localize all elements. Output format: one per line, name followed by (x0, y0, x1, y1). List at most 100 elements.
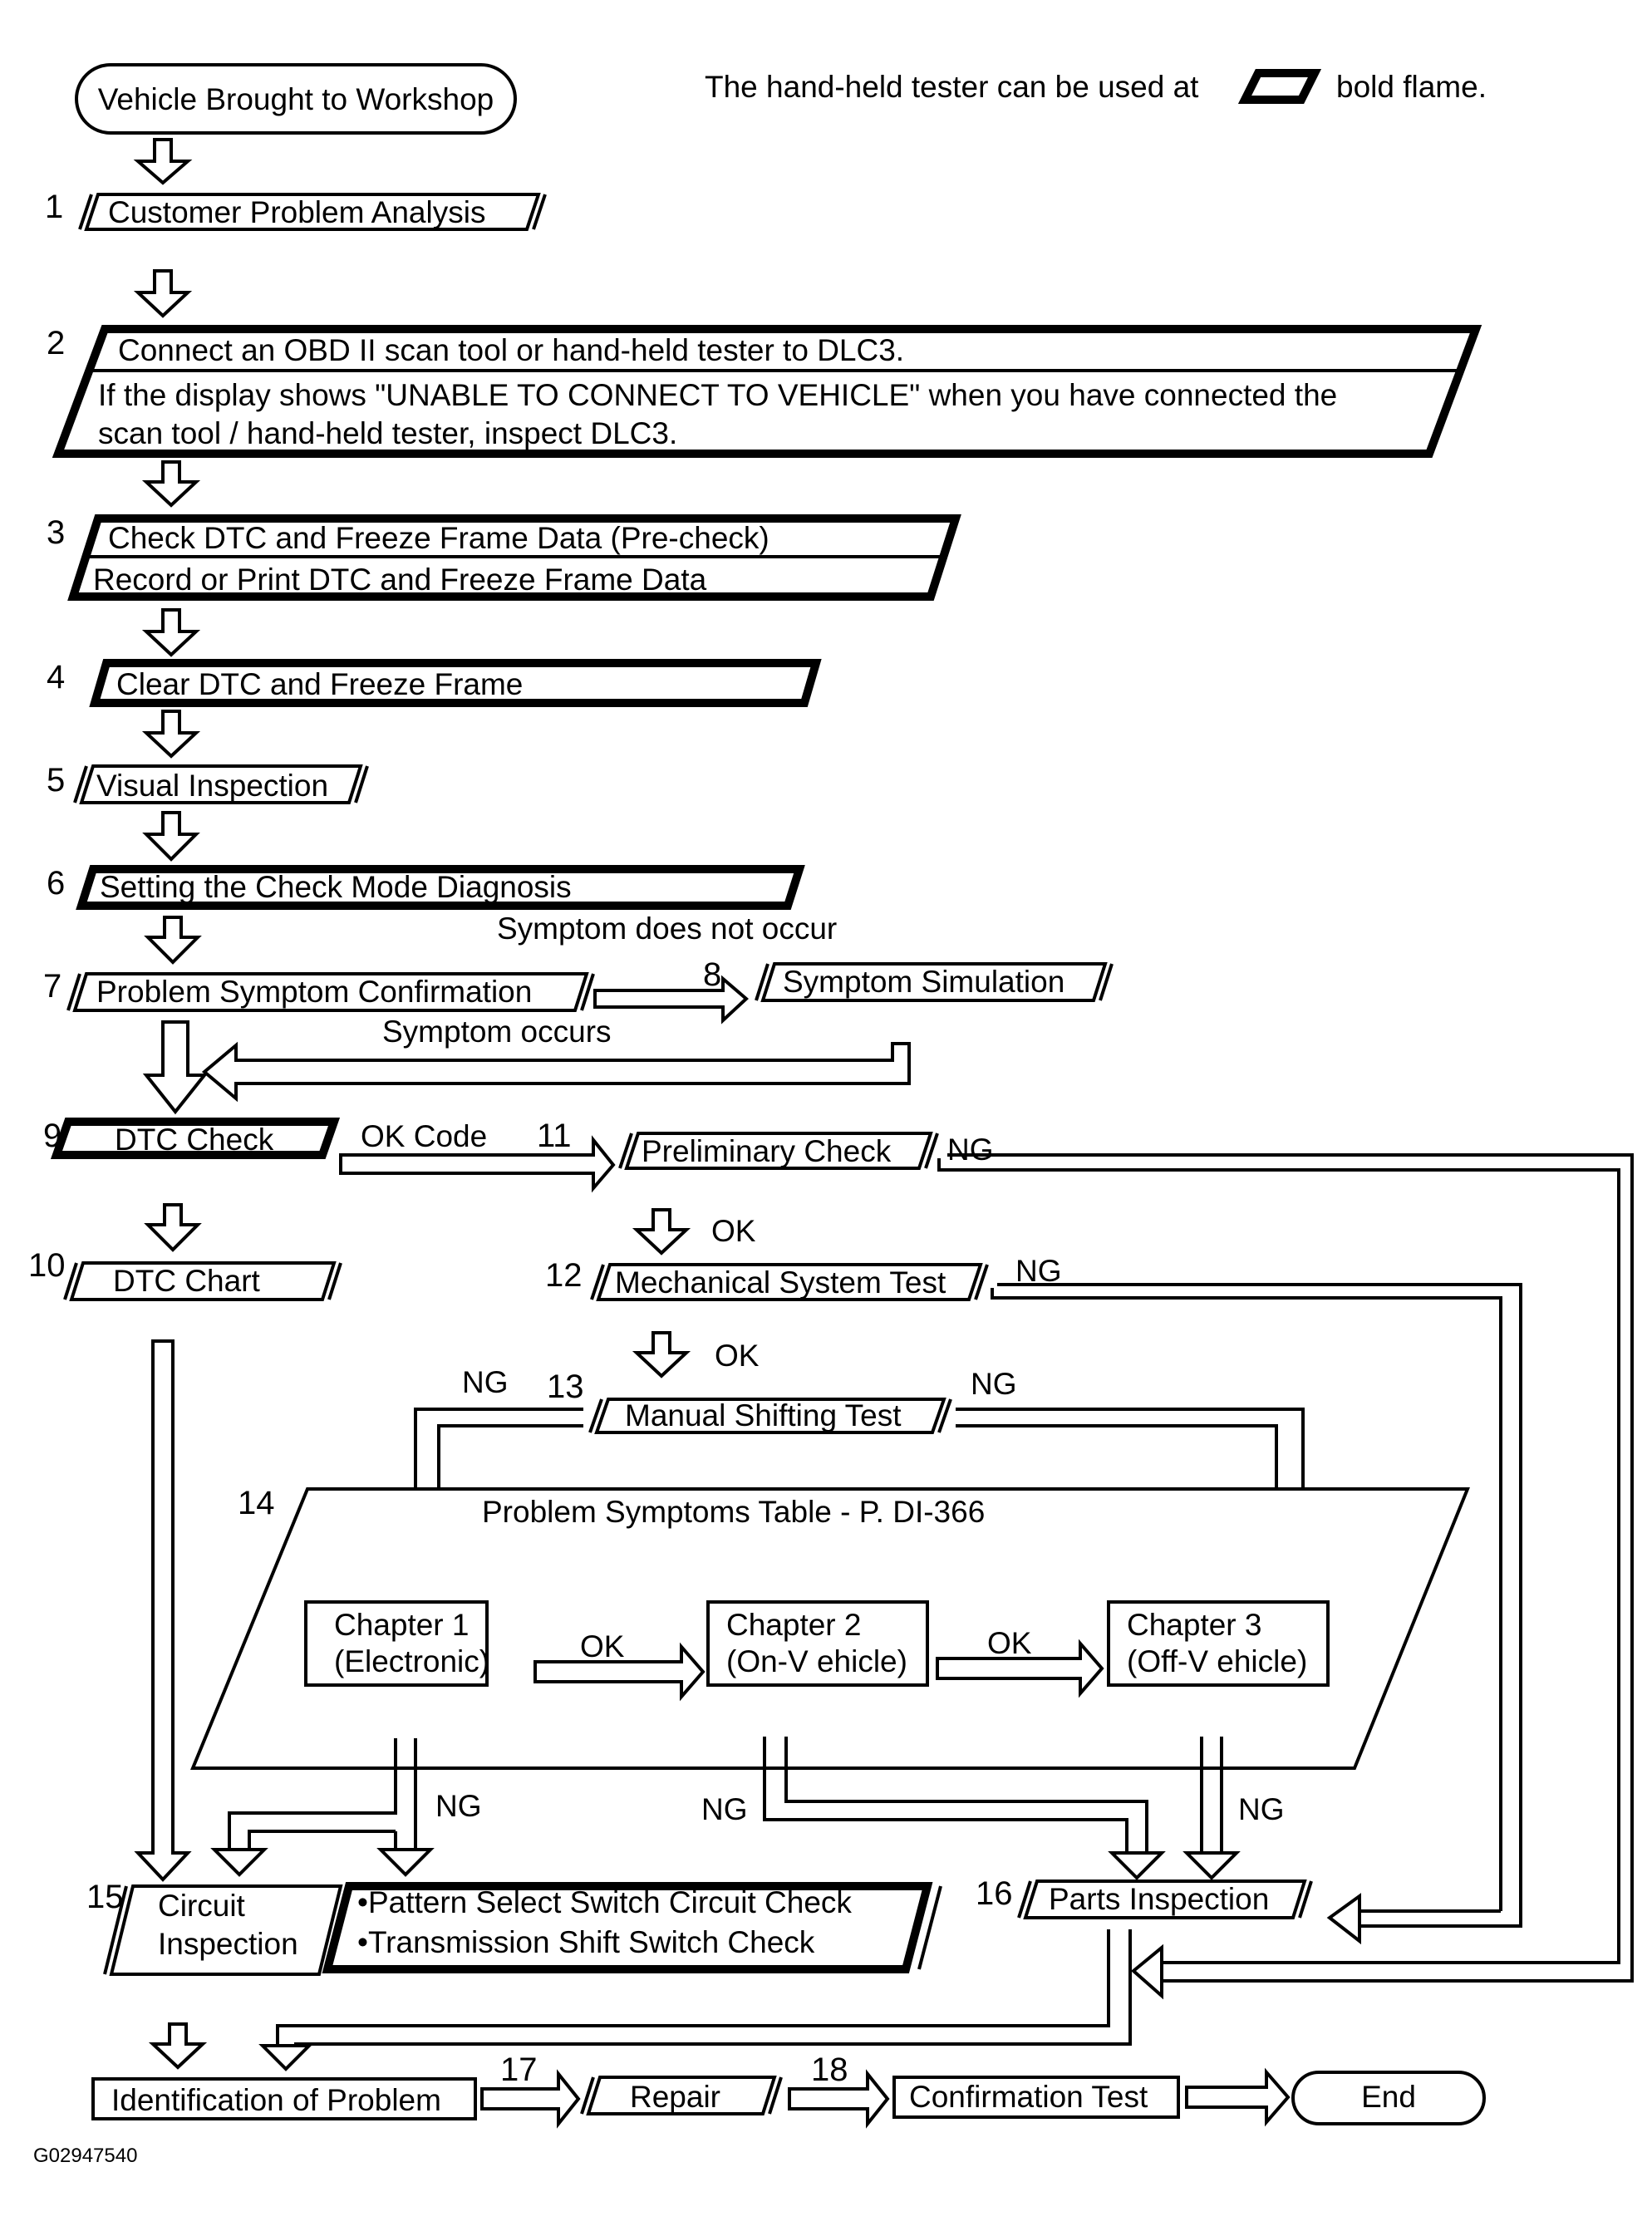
step-4-box[interactable] (89, 659, 822, 707)
flow-arrow (339, 1135, 616, 1193)
chapter-3-line1: Chapter 3 (1127, 1608, 1262, 1642)
step-13-box (594, 1398, 946, 1434)
legend-note-before: The hand-held tester can be used at (705, 70, 1199, 104)
circuit-check-1: •Pattern Select Switch Circuit Check (357, 1885, 852, 1919)
step-17-box (586, 2076, 777, 2115)
step-2-number: 2 (47, 325, 65, 361)
circuit-checks-box[interactable] (322, 1882, 933, 1973)
step-16-label: Parts Inspection (1049, 1882, 1269, 1916)
step-15-line1: Circuit (158, 1889, 246, 1923)
flow-arrow (141, 710, 201, 759)
step-17-label: Repair (630, 2080, 720, 2114)
step-14-number: 14 (238, 1485, 275, 1521)
step-9-box[interactable] (50, 1118, 341, 1159)
step-2-box[interactable] (52, 325, 1482, 458)
step-3-line1: Check DTC and Freeze Frame Data (Pre-che… (108, 521, 769, 555)
flow-arrow (593, 975, 750, 1025)
step-11-label: Preliminary Check (642, 1134, 892, 1168)
step-18-label: Confirmation Test (909, 2080, 1148, 2114)
chapter-1-line1: Chapter 1 (334, 1608, 470, 1642)
step-1-box (84, 193, 541, 231)
step-1-number: 1 (45, 189, 63, 225)
legend-note-after: bold flame. (1336, 70, 1487, 104)
step-4-label: Clear DTC and Freeze Frame (116, 667, 523, 701)
figure-id: G02947540 (33, 2145, 137, 2167)
label-ng-12: NG (1015, 1254, 1062, 1288)
chapter-2-box (706, 1600, 929, 1687)
chapter-3-box (1107, 1600, 1330, 1687)
chapter-2-line1: Chapter 2 (726, 1608, 862, 1642)
flow-arrow (533, 1642, 706, 1702)
label-ng-ch3: NG (1238, 1792, 1285, 1826)
step-7-number: 7 (43, 968, 61, 1005)
step-11-number: 11 (537, 1118, 572, 1154)
flow-arrow (141, 608, 201, 657)
identification-box (91, 2077, 477, 2120)
step-15-box (109, 1884, 343, 1976)
flow-arrow (1185, 2067, 1291, 2127)
flow-arrow (201, 1041, 911, 1103)
circuit-check-2: •Transmission Shift Switch Check (357, 1925, 815, 1959)
label-symptom-not-occur: Symptom does not occur (497, 911, 837, 946)
step-5-label: Visual Inspection (96, 769, 328, 803)
step-6-number: 6 (47, 865, 65, 902)
step-6-box[interactable] (76, 865, 805, 910)
step-3-line2: Record or Print DTC and Freeze Frame Dat… (93, 563, 707, 597)
flow-arrow (133, 138, 193, 185)
step-16-box (1023, 1879, 1307, 1919)
flow-arrow (148, 2022, 208, 2070)
step-16-number: 16 (976, 1875, 1013, 1912)
chapter-1-box (304, 1600, 489, 1687)
step-15-number: 15 (86, 1879, 124, 1915)
step-8-box (760, 962, 1108, 1002)
step-4-number: 4 (47, 659, 65, 695)
step-8-number: 8 (703, 956, 721, 993)
chapter-2-line2: (On-V ehicle) (726, 1644, 907, 1678)
flow-arrow (144, 1203, 202, 1252)
flow-arrow (632, 1208, 691, 1255)
step-2-line3: scan tool / hand-held tester, inspect DL… (98, 416, 677, 450)
step-1-label: Customer Problem Analysis (108, 195, 485, 229)
flow-arrow (134, 1339, 192, 1882)
step-3-number: 3 (47, 514, 65, 551)
label-ok-code: OK Code (361, 1119, 487, 1153)
step-5-box (79, 764, 363, 804)
step-10-label: DTC Chart (113, 1264, 261, 1298)
step-9-label: DTC Check (115, 1123, 274, 1157)
bold-frame-legend-icon (1237, 69, 1322, 104)
step-11-box (624, 1132, 933, 1170)
end-box (1291, 2071, 1486, 2125)
flow-arrow (788, 2069, 890, 2129)
label-ok-13: OK (715, 1339, 760, 1373)
step-7-box (72, 972, 589, 1012)
flow-arrow (1130, 1943, 1163, 2000)
flow-arrow (142, 1020, 209, 1115)
step-2-line1: Connect an OBD II scan tool or hand-held… (118, 333, 904, 367)
label-ng-11: NG (947, 1133, 994, 1167)
end-label: End (1361, 2080, 1416, 2114)
step-17-number: 17 (500, 2051, 538, 2088)
step-18-number: 18 (811, 2051, 848, 2088)
flow-arrow (133, 269, 193, 318)
label-ng-13-left: NG (462, 1365, 509, 1399)
step-2-line2: If the display shows "UNABLE TO CONNECT … (98, 378, 1337, 412)
flow-arrow (142, 811, 200, 862)
step-10-number: 10 (28, 1247, 66, 1284)
step-6-label: Setting the Check Mode Diagnosis (100, 870, 572, 904)
flow-arrow (1108, 1851, 1166, 1880)
label-ok-ch2: OK (987, 1626, 1032, 1660)
flow-arrow (632, 1331, 691, 1378)
step-12-label: Mechanical System Test (615, 1265, 946, 1300)
step-14-label: Problem Symptoms Table - P. DI-366 (482, 1495, 985, 1529)
label-ng-13-right: NG (971, 1367, 1017, 1401)
chapter-3-line2: (Off-V ehicle) (1127, 1644, 1307, 1678)
flow-arrow (258, 2044, 313, 2071)
step-10-box (69, 1261, 337, 1301)
step-13-label: Manual Shifting Test (625, 1398, 902, 1432)
chapter-1-line2: (Electronic) (334, 1644, 489, 1678)
flow-arrow (376, 1848, 435, 1877)
step-18-box (892, 2076, 1180, 2119)
step-8-label: Symptom Simulation (783, 965, 1064, 999)
flow-arrow (210, 1848, 268, 1877)
